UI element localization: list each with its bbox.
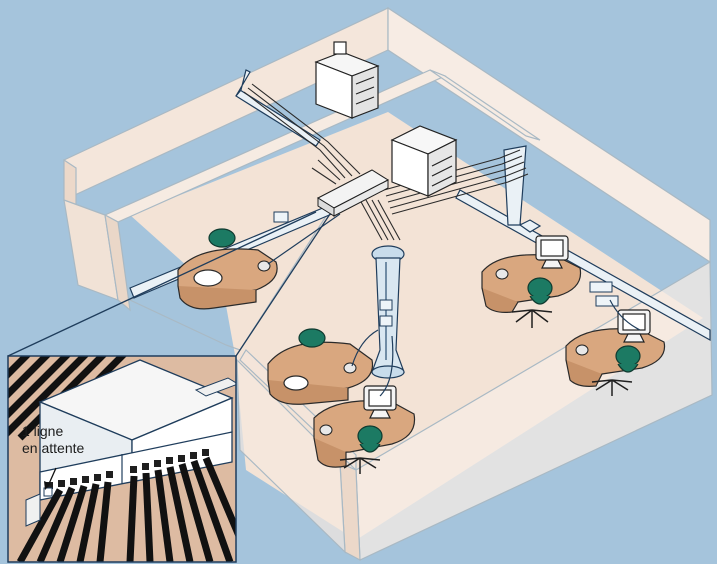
cable-bundle bbox=[243, 83, 529, 241]
wall-socket-icon bbox=[273, 211, 619, 327]
inset-label-line1: 1 ligne bbox=[22, 423, 64, 439]
inset-label-line2: en attente bbox=[22, 440, 85, 456]
printer-icon bbox=[390, 125, 458, 197]
outer-walls bbox=[63, 6, 713, 562]
chair-bases bbox=[339, 309, 633, 474]
desk-cables bbox=[267, 213, 641, 397]
office-chair-icon bbox=[208, 228, 641, 453]
patch-panel-icon bbox=[316, 169, 390, 217]
cable-riser-column bbox=[371, 245, 405, 379]
inset-frame bbox=[7, 355, 237, 563]
desk-phone-icon bbox=[257, 260, 589, 436]
desk-left-lower bbox=[267, 341, 374, 405]
computer-monitor-icon bbox=[363, 235, 651, 419]
server-cabinet-icon bbox=[314, 41, 380, 119]
inset-callout-label: 1 ligne en attente bbox=[22, 423, 84, 457]
desk-center-lower bbox=[313, 400, 416, 468]
patch-panel-closeup-inset bbox=[8, 356, 236, 562]
desk-left-upper bbox=[177, 248, 278, 310]
inset-connector-lines bbox=[7, 211, 331, 357]
